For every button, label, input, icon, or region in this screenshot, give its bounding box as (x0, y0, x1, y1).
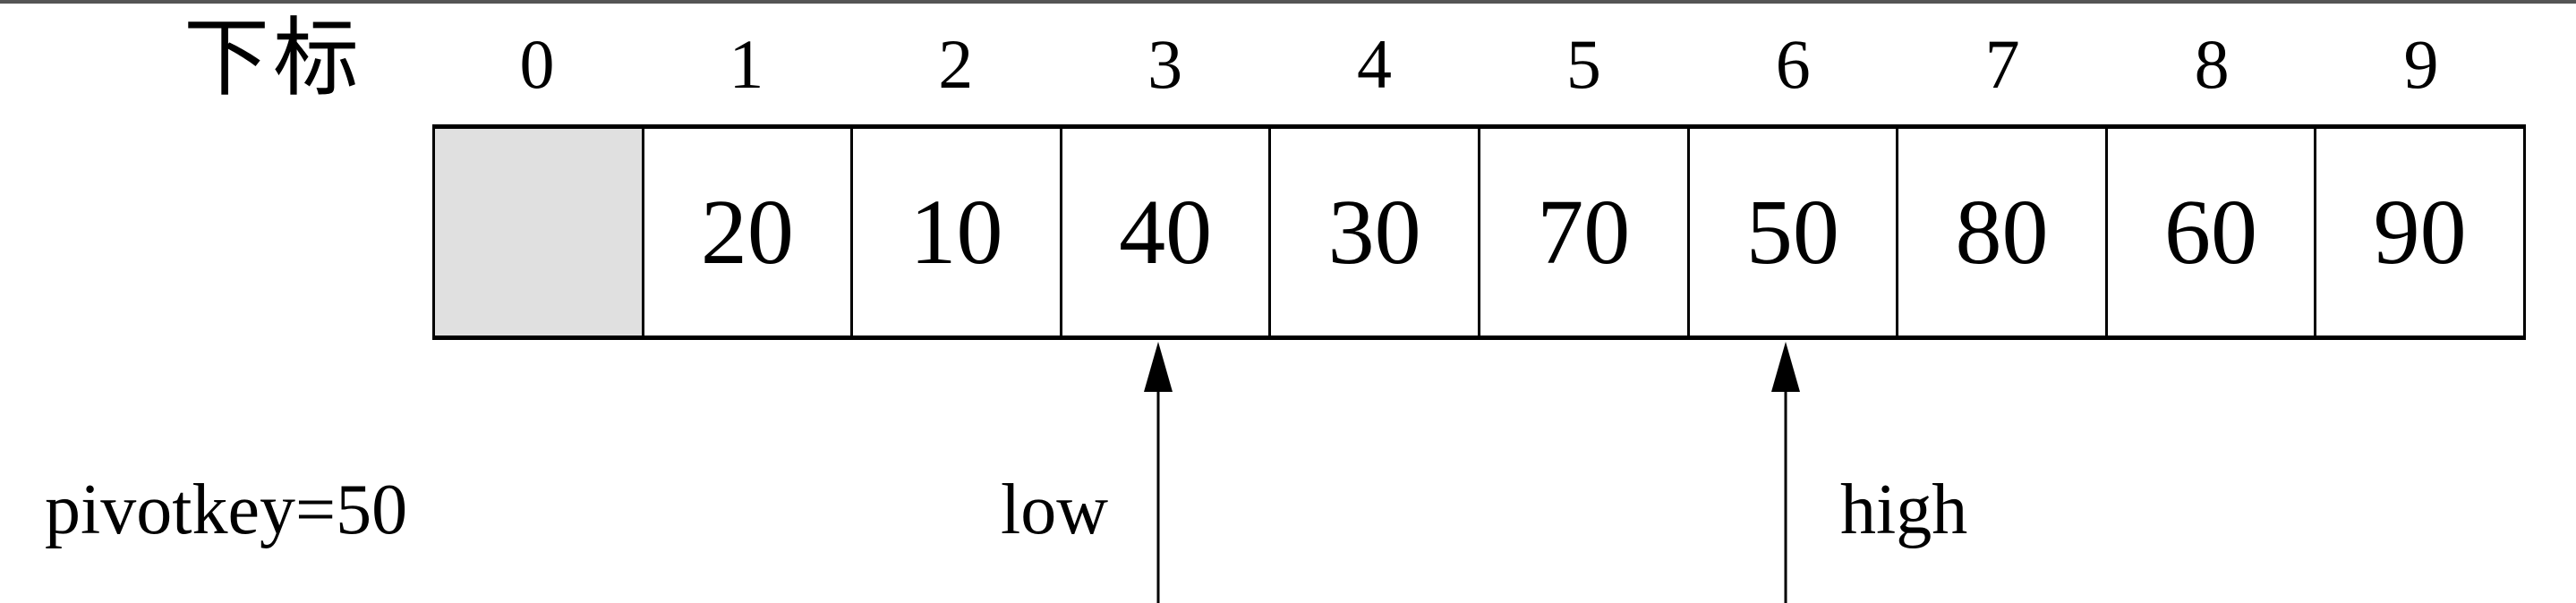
top-border-line (0, 0, 2576, 4)
index-label: 1 (729, 25, 764, 103)
index-label: 6 (1775, 25, 1811, 103)
index-label: 0 (519, 25, 555, 103)
array-cell: 10 (853, 129, 1062, 335)
array-cell: 20 (644, 129, 854, 335)
array-cell: 40 (1062, 129, 1272, 335)
high-pointer-label: high (1840, 471, 1968, 549)
array-cell: 60 (2108, 129, 2317, 335)
low-pointer-label: low (1001, 471, 1108, 549)
index-row-label: 下标 (183, 8, 363, 108)
index-label: 8 (2194, 25, 2230, 103)
index-label: 4 (1357, 25, 1392, 103)
low-pointer-arrow-icon (1144, 342, 1173, 603)
array-cell: 80 (1898, 129, 2108, 335)
index-row: 0 1 2 3 4 5 6 7 8 9 (432, 20, 2526, 109)
array-cell: 50 (1690, 129, 1899, 335)
array-cells: 20 10 40 30 70 50 80 60 90 (432, 124, 2526, 340)
high-pointer-arrow-icon (1771, 342, 1800, 603)
array-cell: 90 (2373, 181, 2467, 284)
index-label: 5 (1565, 25, 1601, 103)
array-cell: 70 (1480, 129, 1690, 335)
array-cell-sentinel (435, 129, 644, 335)
index-label: 7 (1984, 25, 2020, 103)
index-label: 2 (938, 25, 974, 103)
index-label: 3 (1147, 25, 1183, 103)
pivot-key-label: pivotkey=50 (45, 471, 408, 549)
array-cell: 30 (1271, 129, 1480, 335)
index-label: 9 (2403, 25, 2439, 103)
